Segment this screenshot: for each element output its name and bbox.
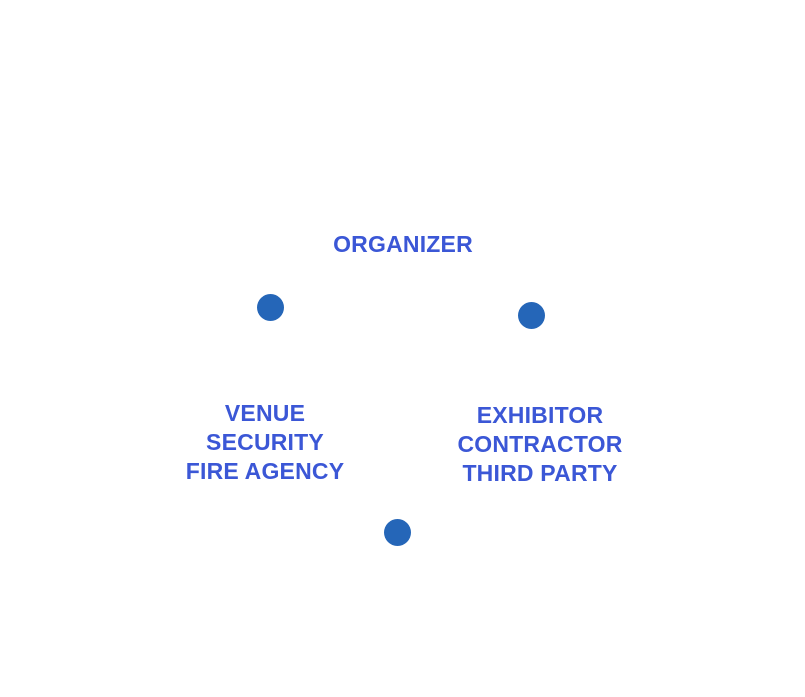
- organizer-label: ORGANIZER: [303, 230, 503, 259]
- organizer-line: ORGANIZER: [333, 231, 473, 257]
- contractor-line: CONTRACTOR: [457, 431, 623, 457]
- node-dot-bottom: [384, 519, 411, 546]
- exhibitor-line: EXHIBITOR: [476, 402, 604, 428]
- exhibitor-group-label: EXHIBITOR CONTRACTOR THIRD PARTY: [440, 401, 640, 488]
- venue-line: VENUE: [224, 400, 306, 426]
- node-dot-left: [257, 294, 284, 321]
- node-dot-right: [518, 302, 545, 329]
- venue-group-label: VENUE SECURITY FIRE AGENCY: [165, 399, 365, 486]
- fire-agency-line: FIRE AGENCY: [185, 458, 345, 484]
- third-party-line: THIRD PARTY: [462, 460, 618, 486]
- security-line: SECURITY: [206, 429, 324, 455]
